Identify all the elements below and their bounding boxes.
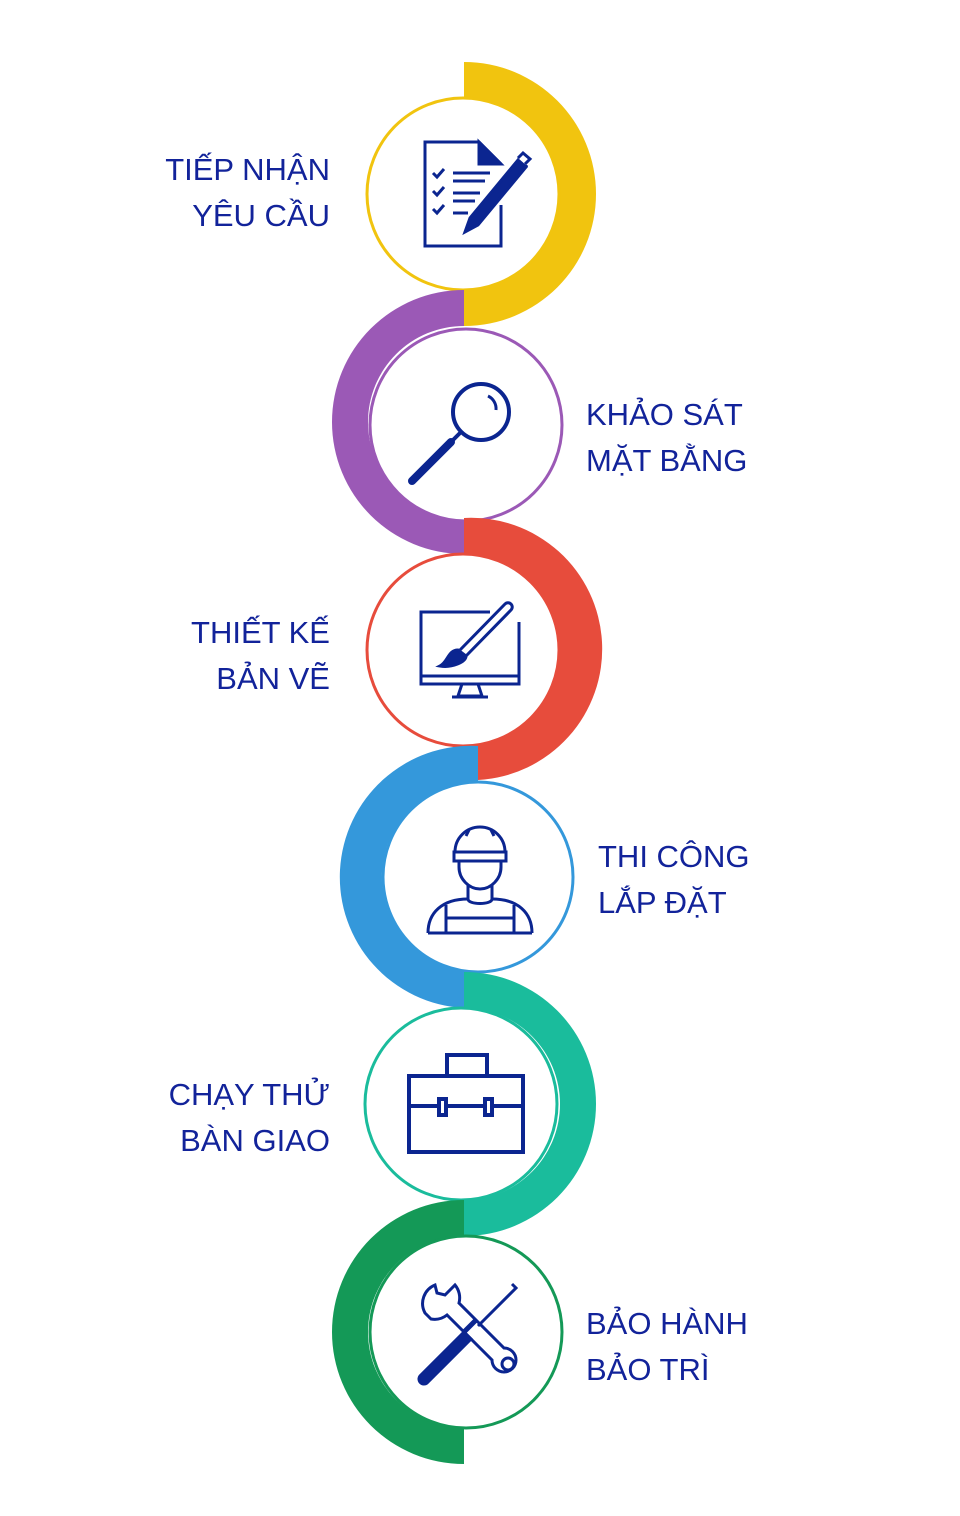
monitor-brush-icon xyxy=(419,601,521,699)
step-4-circle xyxy=(381,780,575,974)
step-1-line-2: YÊU CẦU xyxy=(192,198,330,233)
step-2 xyxy=(332,290,564,554)
step-3 xyxy=(365,517,603,780)
magnifier-icon xyxy=(408,382,511,485)
step-5-line-1: CHẠY THỬ xyxy=(168,1077,330,1112)
step-3-line-2: BẢN VẼ xyxy=(216,661,330,696)
step-4-line-2: LẮP ĐẶT xyxy=(598,885,727,920)
step-1 xyxy=(365,62,596,326)
step-4-line-1: THI CÔNG xyxy=(598,839,750,874)
checklist-pen-icon xyxy=(423,138,533,248)
step-4-ring xyxy=(339,745,478,1008)
toolbox-icon xyxy=(407,1053,525,1154)
step-5 xyxy=(363,972,596,1236)
step-3-label: THIẾT KẾ BẢN VẼ xyxy=(191,610,330,702)
step-5-label: CHẠY THỬ BÀN GIAO xyxy=(169,1072,330,1164)
step-5-line-2: BÀN GIAO xyxy=(180,1123,330,1158)
step-6-ring xyxy=(332,1200,464,1464)
wrench-screwdriver-icon xyxy=(417,1282,519,1386)
worker-icon xyxy=(426,825,534,935)
step-6-line-2: BẢO TRÌ xyxy=(586,1352,710,1387)
step-2-line-2: MẶT BẰNG xyxy=(586,443,748,478)
step-2-ring xyxy=(332,290,464,554)
step-6 xyxy=(332,1200,564,1464)
step-3-line-1: THIẾT KẾ xyxy=(191,615,330,650)
step-4 xyxy=(339,745,575,1008)
step-3-circle xyxy=(365,552,561,748)
step-6-line-1: BẢO HÀNH xyxy=(586,1306,748,1341)
step-1-ring xyxy=(464,62,596,326)
step-4-label: THI CÔNG LẮP ĐẶT xyxy=(598,834,750,926)
step-2-line-1: KHẢO SÁT xyxy=(586,397,743,432)
step-6-label: BẢO HÀNH BẢO TRÌ xyxy=(586,1301,748,1393)
step-5-ring xyxy=(464,972,596,1236)
step-2-circle xyxy=(368,327,564,523)
step-2-label: KHẢO SÁT MẶT BẰNG xyxy=(586,392,747,484)
step-1-label: TIẾP NHẬN YÊU CẦU xyxy=(165,147,330,239)
step-1-line-1: TIẾP NHẬN xyxy=(165,152,330,187)
step-3-ring xyxy=(464,517,603,780)
